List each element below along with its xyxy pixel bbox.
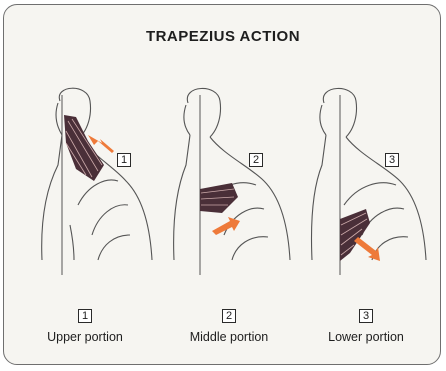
figure-lower-portion	[300, 85, 440, 285]
back-outline	[42, 135, 62, 260]
figure-badge: 2	[249, 153, 263, 167]
arrow-icon	[212, 217, 240, 235]
lower-trapezius-muscle	[340, 209, 370, 261]
middle-trapezius-muscle	[200, 183, 238, 213]
caption-badge: 3	[359, 309, 373, 323]
caption-badge: 1	[78, 309, 92, 323]
caption-middle-portion: Middle portion	[159, 330, 299, 344]
upper-trapezius-muscle	[64, 115, 104, 181]
caption-badge: 2	[222, 309, 236, 323]
caption-lower-portion: Lower portion	[296, 330, 436, 344]
figure-upper-portion	[18, 85, 158, 285]
figure-badge: 3	[385, 153, 399, 167]
figure-middle-portion	[160, 85, 300, 285]
figure-badge: 1	[117, 153, 131, 167]
caption-upper-portion: Upper portion	[15, 330, 155, 344]
diagram-title: TRAPEZIUS ACTION	[0, 28, 446, 45]
arrow-icon	[354, 237, 380, 261]
